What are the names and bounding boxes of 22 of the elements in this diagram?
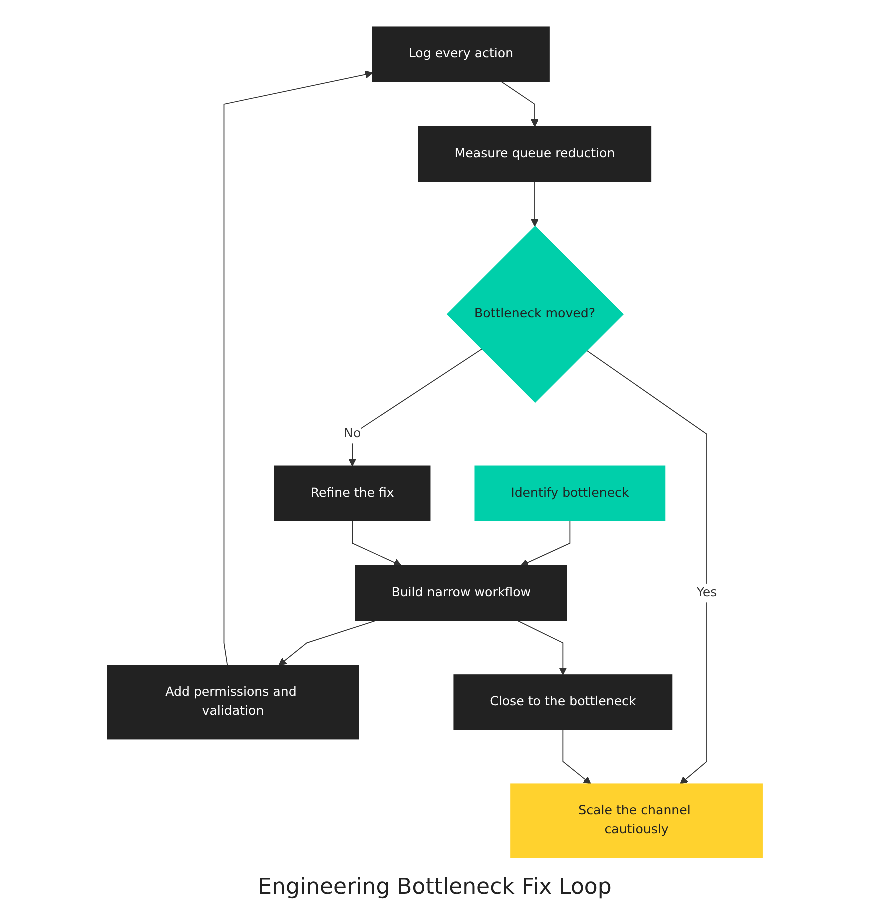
arrow <box>516 620 568 676</box>
arrow <box>586 350 708 785</box>
node-box: Log every action <box>372 26 550 82</box>
arrow <box>562 729 592 785</box>
edge-label: No <box>344 426 362 442</box>
node-box: Close to the bottleneck <box>454 674 673 730</box>
arrow <box>520 520 571 567</box>
arrow <box>531 181 539 227</box>
node-box: Build narrow workflow <box>355 565 568 622</box>
node-box: Identify bottleneck <box>474 466 666 522</box>
diagram-caption: Engineering Bottleneck Fix Loop <box>258 875 612 900</box>
node-box: Scale the channel cautiously <box>510 784 763 858</box>
arrow <box>224 70 374 666</box>
edge-label: Yes <box>696 586 718 600</box>
arrow <box>278 620 377 666</box>
arrow <box>352 520 402 567</box>
node-box: Refine the fix <box>274 466 431 522</box>
node-box: Measure queue reduction <box>418 126 652 182</box>
node-diamond: Bottleneck moved? <box>446 226 624 404</box>
node-box: Add permissions and validation <box>107 665 360 740</box>
arrow <box>501 82 539 128</box>
arrow <box>348 348 482 467</box>
